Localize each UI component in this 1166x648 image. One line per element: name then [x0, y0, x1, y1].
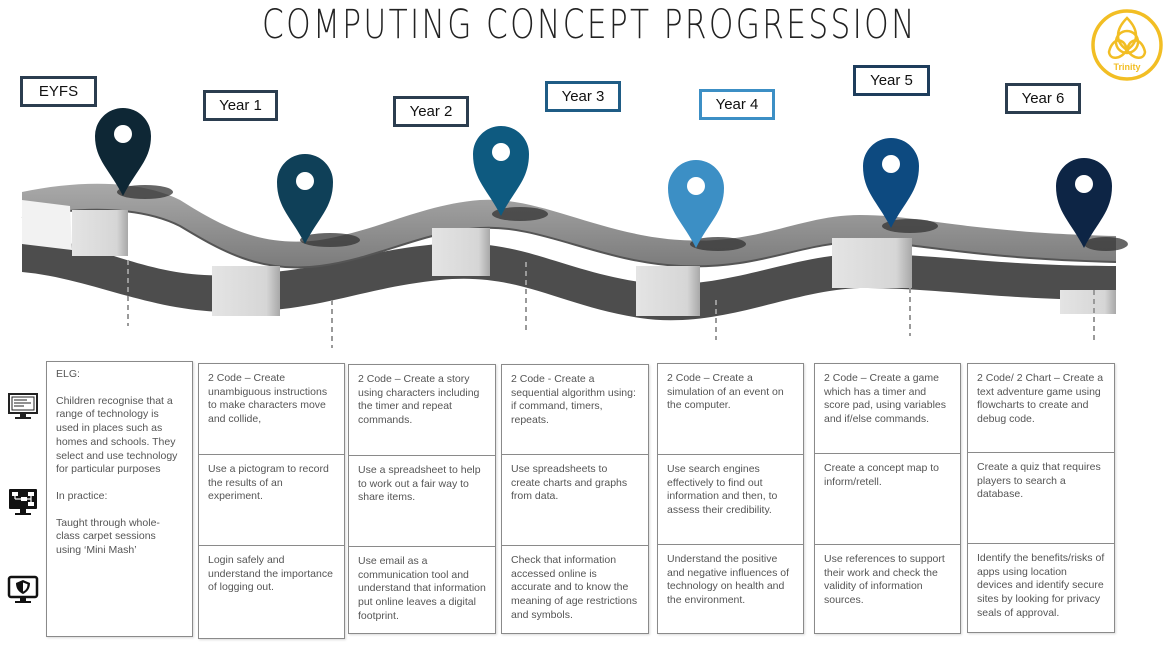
block-year6	[1060, 290, 1116, 314]
year2-coding-cell: 2 Code – Create a story using characters…	[349, 365, 495, 456]
block-year5	[832, 238, 912, 288]
year4-coding-cell: 2 Code – Create a simulation of an event…	[658, 364, 803, 455]
year3-safety-cell: Check that information accessed online i…	[511, 554, 638, 621]
year5-column: 2 Code – Create a game which has a timer…	[814, 363, 961, 634]
year6-column: 2 Code/ 2 Chart – Create a text adventur…	[967, 363, 1115, 633]
security-shield-monitor-icon	[7, 575, 39, 603]
block-year2	[432, 228, 490, 276]
map-pin-icon	[277, 154, 333, 244]
computer-monitor-icon	[8, 393, 38, 419]
eyfs-practice-text: Taught through whole-class carpet sessio…	[56, 516, 160, 557]
year-label-year4: Year 4	[699, 89, 775, 120]
flowchart-monitor-icon	[9, 489, 37, 515]
map-pin-icon	[95, 108, 151, 196]
year-label-year1: Year 1	[203, 90, 278, 121]
year6-data-cell: Create a quiz that requires players to s…	[968, 453, 1114, 544]
year-label-year3: Year 3	[545, 81, 621, 112]
year1-coding-cell: 2 Code – Create unambiguous instructions…	[199, 364, 344, 455]
year5-coding-cell: 2 Code – Create a game which has a timer…	[815, 364, 960, 454]
eyfs-elg-text: Children recognise that a range of techn…	[56, 394, 178, 476]
block-year4	[636, 266, 700, 316]
year3-coding-cell: 2 Code - Create a sequential algorithm u…	[502, 365, 648, 455]
year1-safety-cell: Login safely and understand the importan…	[208, 554, 333, 594]
map-pin-icon	[668, 160, 724, 248]
block-eyfs	[72, 210, 128, 256]
year5-data-cell: Create a concept map to inform/retell.	[815, 454, 960, 545]
year4-column: 2 Code – Create a simulation of an event…	[657, 363, 804, 634]
year4-data-cell: Use search engines effectively to find o…	[658, 455, 803, 545]
year-label-year5: Year 5	[853, 65, 930, 96]
year5-safety-cell: Use references to support their work and…	[824, 553, 945, 607]
map-pin-icon	[1056, 158, 1112, 248]
eyfs-practice-label: In practice:	[56, 489, 108, 502]
year-label-eyfs: EYFS	[20, 76, 97, 107]
trinity-logo: Trinity	[1091, 9, 1163, 81]
year1-column: 2 Code – Create unambiguous instructions…	[198, 363, 345, 639]
year6-safety-cell: Identify the benefits/risks of apps usin…	[977, 552, 1105, 619]
block-year1	[212, 266, 280, 316]
year3-column: 2 Code - Create a sequential algorithm u…	[501, 364, 649, 634]
year1-data-cell: Use a pictogram to record the results of…	[199, 455, 344, 546]
year-label-year6: Year 6	[1005, 83, 1081, 114]
eyfs-column: ELG: Children recognise that a range of …	[46, 361, 193, 637]
eyfs-elg-label: ELG:	[56, 368, 80, 380]
year4-safety-cell: Understand the positive and negative inf…	[667, 553, 790, 607]
year2-column: 2 Code – Create a story using characters…	[348, 364, 496, 634]
year6-coding-cell: 2 Code/ 2 Chart – Create a text adventur…	[968, 364, 1114, 453]
timeline-road	[21, 108, 1128, 348]
year2-safety-cell: Use email as a communication tool and un…	[358, 555, 486, 622]
year-label-year2: Year 2	[393, 96, 469, 127]
year2-data-cell: Use a spreadsheet to help to work out a …	[349, 456, 495, 547]
logo-text: Trinity	[1113, 62, 1140, 72]
map-pin-icon	[473, 126, 529, 216]
map-pin-icon	[863, 138, 919, 228]
year3-data-cell: Use spreadsheets to create charts and gr…	[502, 455, 648, 546]
